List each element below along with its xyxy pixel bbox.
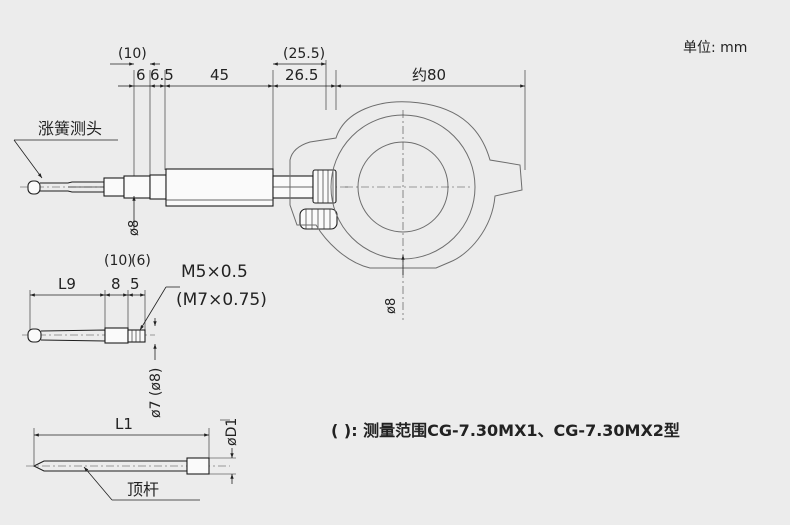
dim-6-5: 6.5 [150,66,174,84]
dim-l9: L9 [58,275,76,293]
bottom-view-push-rod: L1 øD1 顶杆 [26,415,240,501]
dia-7: ø7 (ø8) [148,368,164,418]
dim-6-mid: (6) [131,253,151,269]
thread-m5: M5×0.5 [181,262,248,282]
unit-label: 单位: mm [683,40,747,56]
dim-l1: L1 [115,415,133,433]
label-contact-head: 涨簧测头 [38,119,102,138]
dim-8-mid: 8 [111,275,121,293]
dia-d1: øD1 [224,418,240,446]
measurement-note: ( ): 测量范围CG-7.30MX1、CG-7.30MX2型 [331,421,680,440]
dim-10-mid: (10) [104,253,133,269]
dim-10-top: (10) [118,46,147,62]
dim-45: 45 [210,66,229,84]
dim-26-5: 26.5 [285,66,318,84]
thread-m7: (M7×0.75) [176,290,267,310]
top-view-gauge: (10) 6 6.5 45 (25.5) 26.5 约80 [13,46,526,320]
label-push-rod: 顶杆 [127,480,159,499]
dia-8-right: ø8 [384,298,399,314]
dia-8-left: ø8 [127,220,142,236]
middle-view-contact-point: (10) (6) 8 5 L9 M5×0.5 (M7×0.75) ø7 (ø8) [22,253,267,418]
dim-25-5: (25.5) [283,46,325,62]
dim-5-mid: 5 [130,275,140,293]
dim-80: 约80 [412,66,446,84]
dim-6: 6 [136,66,146,84]
